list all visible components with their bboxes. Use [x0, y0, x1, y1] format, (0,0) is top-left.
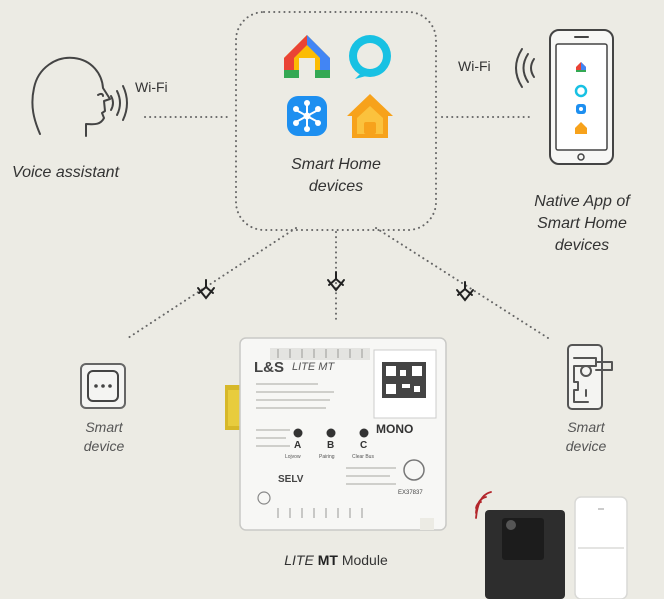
module-mono-text: MONO — [376, 422, 414, 436]
app-wifi-label: Wi-Fi — [458, 58, 491, 74]
matter-icon-left — [197, 279, 215, 300]
right-smart-device-label: Smart device — [544, 418, 628, 456]
module-caption-bold: MT — [317, 552, 338, 568]
module-caption: LITE MT Module — [246, 552, 426, 568]
module-model-text: LITE MT — [292, 361, 335, 373]
app-label-line1: Native App of — [534, 193, 630, 210]
module-selv-text: SELV — [278, 474, 304, 485]
smart-door-lock-icon — [567, 344, 613, 410]
hub-right-device-link — [375, 227, 549, 339]
left-smart-device-label: Smart device — [62, 418, 146, 456]
voice-assistant-label: Voice assistant — [12, 164, 120, 181]
smartthings-icon — [287, 96, 327, 136]
hub-left-device-link — [127, 227, 297, 339]
module-btn-b: B — [327, 440, 335, 451]
app-label-line2: Smart Home — [537, 215, 627, 232]
hub-label-line2: devices — [308, 178, 364, 195]
module-brand-text: L&S — [254, 359, 284, 376]
smart-socket-icon — [80, 363, 126, 409]
module-btn-a: A — [294, 440, 302, 451]
wireless-signal-icon — [475, 491, 492, 519]
app-wifi-waves-icon — [515, 48, 535, 88]
right-device-line2: device — [565, 438, 607, 454]
app-label-line3: devices — [554, 237, 610, 254]
smart-home-devices-label: Smart Home devices — [236, 154, 436, 198]
module-btn-c-label: Clear Bus — [352, 454, 374, 460]
white-switch-image — [574, 496, 628, 599]
apple-home-icon — [347, 94, 393, 138]
google-home-icon — [284, 35, 330, 78]
lite-mt-module-image — [225, 337, 447, 531]
smart-home-hub-box — [235, 11, 437, 231]
module-caption-prefix: LITE — [284, 552, 318, 568]
phone-app-icons — [574, 62, 588, 134]
qr-code-icon — [382, 362, 426, 398]
hub-label-line1: Smart Home — [291, 156, 381, 173]
left-device-line2: device — [83, 438, 125, 454]
matter-icon-center — [327, 271, 345, 292]
module-caption-suffix: Module — [337, 552, 388, 568]
alexa-icon — [349, 35, 391, 79]
voice-wifi-label: Wi-Fi — [135, 79, 168, 95]
left-device-line1: Smart — [85, 419, 123, 435]
black-switch-image — [485, 510, 565, 599]
module-btn-a-label: Lojvow — [285, 454, 301, 460]
module-code-text: EX37837 — [398, 490, 423, 496]
module-btn-c: C — [360, 440, 368, 451]
matter-icon-right — [456, 281, 474, 302]
voice-assistant-head-icon — [31, 56, 128, 137]
native-app-label: Native App of Smart Home devices — [508, 191, 656, 257]
right-device-line1: Smart — [567, 419, 605, 435]
module-btn-b-label: Pairing — [319, 454, 335, 460]
